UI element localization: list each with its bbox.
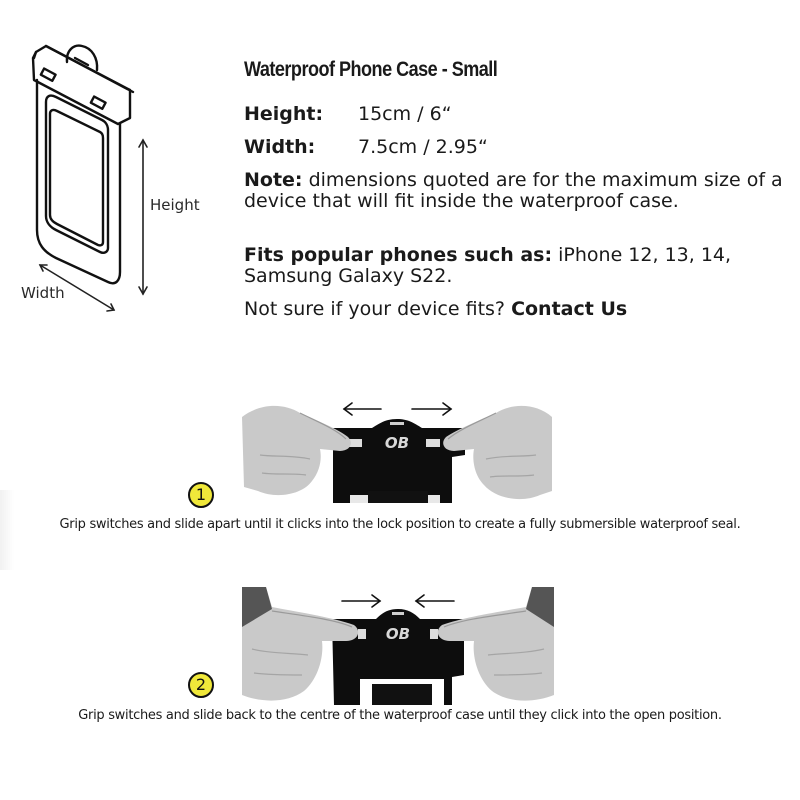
arrow-together-icon (341, 594, 455, 608)
hands-sliding-apart-illustration: OB (240, 395, 555, 503)
ob-logo: OB (385, 434, 409, 452)
note-label: Note: (244, 169, 303, 191)
hands-sliding-together-illustration: OB (242, 587, 554, 705)
case-dimension-diagram: Height Width (0, 30, 230, 330)
step-1-photo: OB (240, 395, 555, 503)
spec-width-label: Width: (244, 136, 316, 158)
left-edge-shadow (0, 490, 14, 570)
product-title: Waterproof Phone Case - Small (244, 58, 498, 81)
step-2-badge: 2 (188, 672, 214, 698)
note-paragraph: Note: dimensions quoted are for the maxi… (244, 170, 789, 212)
spec-height-label: Height: (244, 103, 324, 125)
spec-width-value: 7.5cm / 2.95“ (358, 136, 488, 158)
step-2-photo: OB (242, 587, 554, 705)
fits-paragraph: Fits popular phones such as: iPhone 12, … (244, 245, 789, 287)
height-label: Height (150, 196, 200, 214)
step-1-badge: 1 (188, 482, 214, 508)
contact-us-link[interactable]: Contact Us (511, 298, 628, 320)
fits-label: Fits popular phones such as: (244, 244, 553, 266)
note-text: dimensions quoted are for the maximum si… (244, 169, 783, 212)
spec-height-value: 15cm / 6“ (358, 103, 452, 125)
width-label: Width (21, 284, 65, 302)
ob-logo: OB (386, 625, 410, 643)
contact-paragraph: Not sure if your device fits? Contact Us (244, 299, 789, 320)
step-2-caption: Grip switches and slide back to the cent… (78, 708, 722, 723)
arrow-apart-icon (342, 402, 453, 416)
fits-text: iPhone 12, 13, 14, Samsung Galaxy S22. (244, 244, 732, 287)
contact-text: Not sure if your device fits? (244, 298, 512, 320)
spec-width: Width: 7.5cm / 2.95“ (244, 136, 488, 158)
width-arrow-icon (38, 264, 116, 312)
height-arrow-icon (138, 138, 148, 296)
phone-case-outline-icon (31, 44, 148, 312)
spec-height: Height: 15cm / 6“ (244, 103, 452, 125)
step-1-caption: Grip switches and slide apart until it c… (59, 517, 741, 532)
